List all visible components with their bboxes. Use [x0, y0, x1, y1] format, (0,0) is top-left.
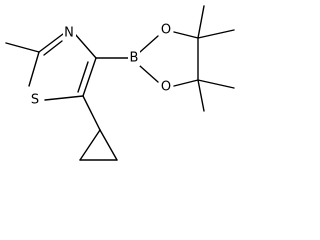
nitrogen-label: N	[64, 26, 74, 41]
bond-o-bottom-c	[173, 79, 199, 87]
atom-oxygen-bottom: O	[160, 80, 173, 95]
atom-sulfur: S	[29, 93, 41, 108]
methyl-bottom-down	[197, 79, 205, 112]
boron-label: B	[130, 51, 139, 66]
pinacol-boronate	[95, 5, 235, 112]
atom-oxygen-top: O	[160, 23, 173, 38]
atom-nitrogen: N	[63, 26, 76, 41]
thiazole-ring	[28, 33, 97, 101]
atom-boron: B	[128, 51, 140, 66]
cyclopropyl-group	[79, 95, 118, 161]
bond-c2-n-double	[43, 40, 63, 56]
sulfur-label: S	[31, 93, 39, 108]
methyl-top-right	[197, 29, 235, 39]
oxygen-top-label: O	[161, 23, 171, 38]
methyl-top-up	[197, 5, 205, 39]
bond-c4-c5-double	[77, 61, 89, 93]
bond-cp-b	[99, 129, 118, 161]
oxygen-bottom-label: O	[161, 80, 171, 95]
methyl-bond	[5, 42, 40, 53]
bond-cp-a	[79, 129, 101, 161]
bond-b-o-top	[139, 35, 159, 53]
structure-diagram: N S B O O	[5, 5, 235, 161]
bond-c4-c5	[82, 57, 97, 97]
bond-c2-n	[38, 33, 64, 53]
bond-s-c2	[28, 51, 40, 87]
bond-n-c4	[74, 33, 97, 59]
methyl-bottom-right	[197, 79, 235, 89]
bond-c5-cp	[82, 95, 101, 131]
bond-c5-s	[44, 95, 84, 101]
bond-b-o-bottom	[139, 65, 159, 83]
bond-o-top-c	[173, 31, 199, 39]
